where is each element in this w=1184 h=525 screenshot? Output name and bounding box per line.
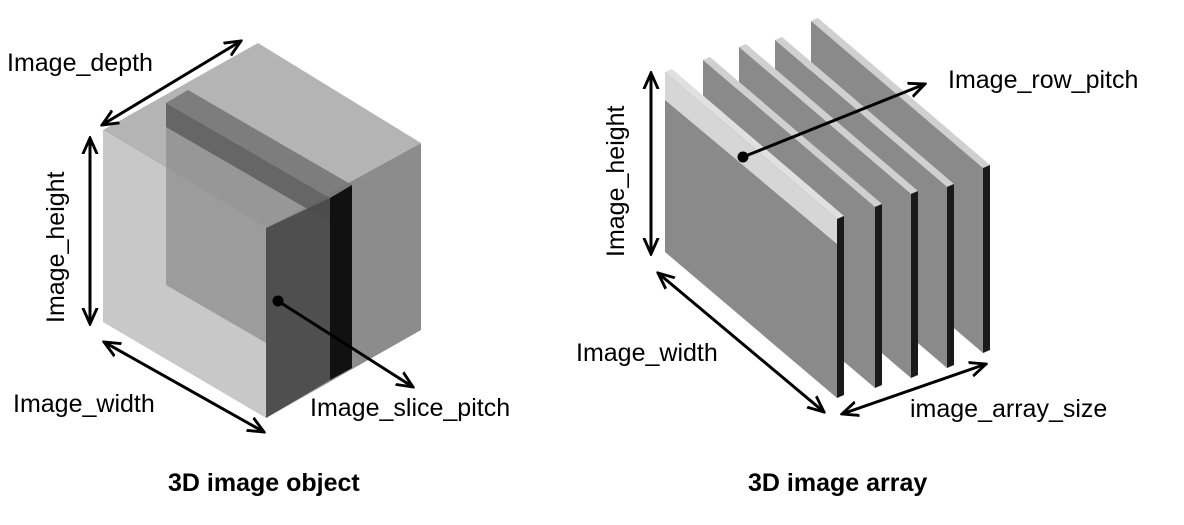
label-image-row-pitch: Image_row_pitch xyxy=(948,66,1138,94)
image-object-figure: Image_depth Image_height Image_width Ima… xyxy=(7,41,510,497)
slice-edge xyxy=(330,185,352,380)
label-image-depth: Image_depth xyxy=(7,49,153,77)
label-image-height: Image_height xyxy=(42,171,70,323)
slice-pitch-arrow xyxy=(277,299,413,387)
caption-3d-image-object: 3D image object xyxy=(168,469,360,497)
image-array-figure: Image_row_pitch Image_height Image_width… xyxy=(576,18,1138,497)
label-array-image-height: Image_height xyxy=(602,105,630,257)
row-pitch-arrow xyxy=(742,84,925,159)
label-image-array-size: image_array_size xyxy=(910,395,1107,423)
label-array-image-width: Image_width xyxy=(576,339,718,367)
array-width-arrow xyxy=(658,273,824,412)
inner-block-band xyxy=(166,103,330,222)
width-arrow xyxy=(104,342,264,432)
caption-3d-image-array: 3D image array xyxy=(748,469,927,497)
slice-front-face xyxy=(266,198,330,418)
row-band xyxy=(665,72,837,244)
depth-arrow xyxy=(102,41,241,125)
label-image-slice-pitch: Image_slice_pitch xyxy=(310,394,510,422)
array-size-arrow xyxy=(842,364,986,414)
label-image-width: Image_width xyxy=(13,390,155,418)
